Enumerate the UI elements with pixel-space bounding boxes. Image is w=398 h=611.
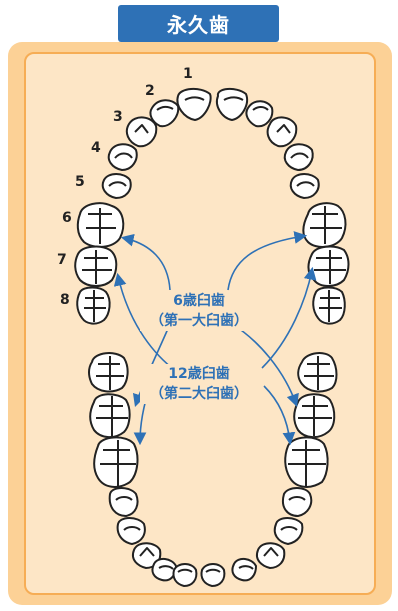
- tooth-lower-right-1: [200, 563, 226, 587]
- tooth-upper-right-7: [307, 245, 350, 287]
- tooth-upper-left-3: [125, 116, 158, 148]
- tooth-lower-left-1: [172, 563, 198, 587]
- lower-right-teeth: [200, 352, 338, 587]
- tooth-upper-right-4: [283, 143, 314, 171]
- tooth-lower-right-3: [256, 542, 286, 569]
- molar-12-arrows: [113, 266, 317, 446]
- tooth-lower-left-8: [88, 352, 129, 393]
- lower-left-teeth: [88, 352, 198, 587]
- tooth-lower-left-5: [108, 487, 139, 517]
- tooth-number-3: 3: [113, 109, 123, 125]
- tooth-upper-right-3: [266, 116, 298, 148]
- tooth-lower-left-7: [89, 393, 131, 438]
- molar-6-alias: （第一大臼歯）: [150, 313, 248, 329]
- title-tab: 永久歯: [118, 5, 279, 42]
- arrow-12-upper-right: [261, 266, 317, 369]
- arrow-6-upper-right: [227, 231, 308, 291]
- molar-12-label: 12歳臼歯 （第二大臼歯）: [140, 364, 258, 404]
- molar-6-name: 6歳臼歯: [173, 293, 225, 309]
- tooth-number-2: 2: [145, 83, 155, 99]
- upper-right-teeth: [216, 88, 350, 325]
- molar-6-label: 6歳臼歯 （第一大臼歯）: [140, 291, 258, 331]
- tooth-number-4: 4: [91, 140, 101, 156]
- arrow-12-upper-left: [113, 272, 173, 369]
- tooth-number-6: 6: [62, 210, 72, 226]
- tooth-upper-left-1: [176, 88, 212, 121]
- tooth-upper-right-2: [245, 100, 274, 128]
- tooth-lower-left-6: [93, 436, 139, 488]
- arrow-12-lower-right: [263, 385, 296, 446]
- tooth-number-7: 7: [57, 252, 67, 268]
- molar-12-alias: （第二大臼歯）: [150, 386, 248, 402]
- tooth-number-5: 5: [75, 174, 85, 190]
- arrow-6-upper-left: [120, 233, 171, 291]
- tooth-number-labels: 1 2 3 4 5 6 7 8: [57, 66, 193, 308]
- tooth-lower-right-2: [231, 558, 257, 582]
- molar-12-name: 12歳臼歯: [168, 366, 230, 382]
- tooth-lower-right-4: [273, 517, 304, 545]
- tooth-number-1: 1: [183, 66, 193, 82]
- tooth-upper-right-5: [289, 173, 320, 199]
- tooth-upper-left-2: [149, 99, 180, 128]
- tooth-lower-right-5: [282, 487, 313, 517]
- tooth-lower-left-2: [151, 558, 177, 582]
- upper-left-teeth: [74, 88, 212, 325]
- tooth-upper-left-4: [107, 143, 138, 171]
- tooth-number-8: 8: [60, 292, 70, 308]
- tooth-upper-right-1: [216, 88, 248, 121]
- tooth-lower-left-4: [116, 517, 146, 545]
- tooth-upper-left-5: [101, 173, 132, 199]
